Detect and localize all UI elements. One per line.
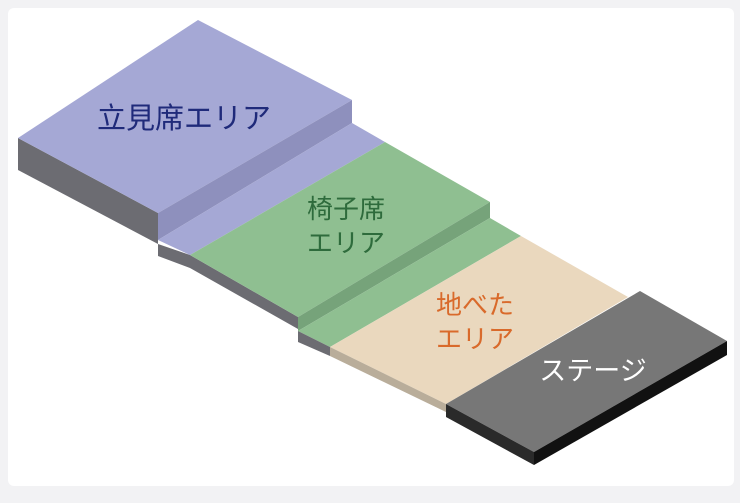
floor-area-label-line1: 地べた	[436, 291, 514, 321]
seated-area-label-line2: エリア	[307, 229, 385, 259]
standing-area-label: 立見席エリア	[97, 101, 271, 135]
floor-area	[298, 236, 628, 412]
floor-area-label-line2: エリア	[436, 325, 514, 355]
stage-label: ステージ	[539, 356, 646, 387]
seated-area	[158, 142, 521, 347]
stage	[446, 291, 727, 465]
seated-area-label-line1: 椅子席	[307, 195, 385, 225]
standing-area	[18, 20, 385, 255]
